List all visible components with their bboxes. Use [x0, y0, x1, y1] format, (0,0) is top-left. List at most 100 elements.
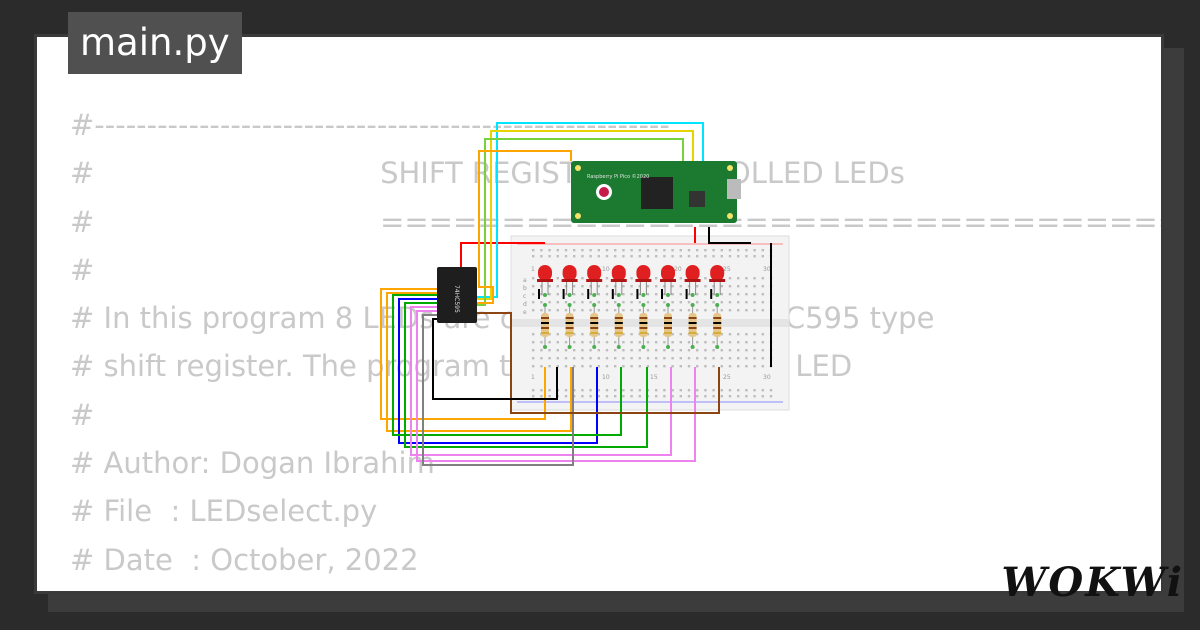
- breadboard-hole: [745, 249, 748, 252]
- breadboard-hole: [638, 309, 641, 312]
- breadboard-hole: [532, 333, 535, 336]
- breadboard-hole: [720, 293, 723, 296]
- breadboard-hole: [679, 365, 682, 368]
- breadboard-hole: [663, 357, 666, 360]
- breadboard-hole: [540, 395, 543, 398]
- breadboard-hole: [532, 277, 535, 280]
- breadboard-hole: [663, 249, 666, 252]
- breadboard-hole: [728, 349, 732, 352]
- breadboard-hole: [671, 255, 674, 258]
- breadboard-hole: [728, 255, 732, 258]
- breadboard-hole: [622, 357, 625, 360]
- breadboard-hole: [532, 389, 535, 392]
- breadboard-hole: [704, 249, 707, 252]
- breadboard-hole: [614, 341, 617, 344]
- breadboard-hole: [622, 249, 625, 252]
- breadboard-hole: [581, 395, 584, 398]
- breadboard-hole: [573, 309, 576, 312]
- breadboard-hole: [597, 395, 600, 398]
- breadboard-hole: [548, 249, 551, 252]
- breadboard-hole: [532, 341, 535, 344]
- breadboard-hole: [671, 349, 674, 352]
- breadboard-hole: [753, 341, 756, 344]
- breadboard-hole: [687, 285, 691, 288]
- breadboard-hole: [605, 333, 609, 336]
- breadboard-hole: [696, 357, 699, 360]
- breadboard-hole: [589, 255, 592, 258]
- breadboard-hole: [737, 357, 740, 360]
- breadboard-hole: [556, 349, 559, 352]
- breadboard-hole: [671, 249, 674, 252]
- breadboard-hole: [687, 349, 691, 352]
- breadboard-hole: [622, 395, 625, 398]
- breadboard-hole: [622, 255, 625, 258]
- breadboard-hole: [630, 277, 633, 280]
- breadboard-hole: [671, 395, 674, 398]
- breadboard-hole: [761, 255, 764, 258]
- breadboard-hole: [687, 249, 691, 252]
- breadboard-hole: [696, 255, 699, 258]
- breadboard-hole: [614, 285, 617, 288]
- breadboard-hole: [679, 309, 682, 312]
- breadboard-hole: [532, 255, 535, 258]
- breadboard-hole: [671, 333, 674, 336]
- breadboard-hole: [605, 309, 609, 312]
- resistor: [541, 303, 549, 349]
- breadboard-hole: [720, 309, 723, 312]
- breadboard-hole: [540, 357, 543, 360]
- breadboard-number: 15: [650, 374, 658, 381]
- circuit-diagram: 1 10 20 25 30 1 10 15 25 30 a b c d e: [380, 122, 790, 466]
- breadboard-hole: [745, 395, 748, 398]
- breadboard-hole: [589, 301, 592, 304]
- breadboard-hole: [556, 301, 559, 304]
- breadboard-hole: [597, 357, 600, 360]
- breadboard-hole: [564, 309, 568, 312]
- code-line: #: [70, 584, 1161, 592]
- breadboard-hole: [712, 389, 715, 392]
- breadboard-hole: [745, 349, 748, 352]
- breadboard-hole: [622, 333, 625, 336]
- breadboard-hole: [745, 301, 748, 304]
- breadboard-hole: [745, 309, 748, 312]
- breadboard-hole: [745, 255, 748, 258]
- code-line: # Date : October, 2022: [70, 542, 419, 577]
- breadboard-hole: [573, 349, 576, 352]
- resistor: [688, 303, 697, 349]
- project-card[interactable]: #---------------------------------------…: [34, 34, 1164, 594]
- breadboard-hole: [605, 365, 609, 368]
- breadboard-hole: [532, 395, 535, 398]
- led: [709, 265, 726, 297]
- breadboard-hole: [728, 389, 732, 392]
- resistor: [639, 303, 648, 349]
- file-tab[interactable]: main.py: [68, 12, 242, 74]
- breadboard-hole: [556, 277, 559, 280]
- breadboard-hole: [540, 365, 543, 368]
- breadboard-hole: [704, 341, 707, 344]
- led: [684, 265, 701, 297]
- breadboard-hole: [687, 389, 691, 392]
- breadboard-hole: [687, 357, 691, 360]
- breadboard-hole: [605, 389, 609, 392]
- breadboard-hole: [720, 285, 723, 288]
- breadboard-hole: [630, 309, 633, 312]
- breadboard-number: 30: [763, 266, 771, 273]
- breadboard-hole: [556, 333, 559, 336]
- breadboard-hole: [720, 301, 723, 304]
- breadboard-hole: [605, 357, 609, 360]
- breadboard-hole: [548, 285, 551, 288]
- breadboard-hole: [745, 277, 748, 280]
- breadboard-hole: [712, 255, 715, 258]
- breadboard-hole: [581, 357, 584, 360]
- code-line: #: [70, 252, 95, 287]
- breadboard-hole: [597, 249, 600, 252]
- breadboard-hole: [589, 357, 592, 360]
- breadboard-hole: [556, 285, 559, 288]
- wokwi-logo: WOKWi: [1001, 559, 1184, 606]
- breadboard-hole: [753, 357, 756, 360]
- breadboard-hole: [646, 365, 650, 368]
- breadboard-hole: [638, 389, 641, 392]
- led: [561, 265, 578, 297]
- breadboard-hole: [622, 365, 625, 368]
- breadboard-hole: [704, 389, 707, 392]
- breadboard-hole: [548, 341, 551, 344]
